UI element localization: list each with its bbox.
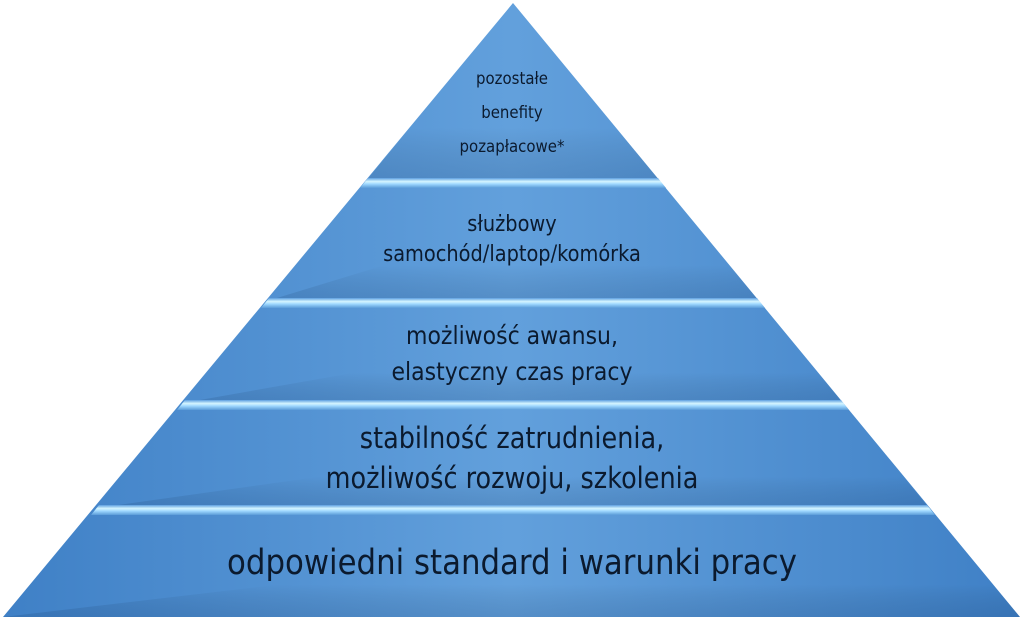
level-5-label: odpowiedni standard i warunki pracy	[61, 541, 962, 585]
level-4-line-2: możliwość rozwoju, szkolenia	[325, 461, 699, 495]
separator-3	[177, 400, 849, 410]
separator-1	[360, 178, 666, 188]
level-4-line-1: stabilność zatrudnienia,	[359, 421, 665, 455]
level-1-label: pozostałe benefity pozapłacowe*	[61, 62, 962, 164]
level-2-line-2: samochód/laptop/komórka	[383, 242, 641, 267]
level-5-line-1: odpowiedni standard i warunki pracy	[227, 543, 797, 583]
level-1-band	[366, 3, 660, 181]
level-5-band	[3, 508, 1020, 617]
level-2-line-1: służbowy	[467, 212, 557, 237]
level-2-label: służbowy samochód/laptop/komórka	[61, 210, 962, 270]
separator-2	[261, 298, 765, 308]
level-4-band	[97, 403, 929, 508]
level-1-line-3: pozapłacowe*	[459, 137, 565, 157]
level-1-line-1: pozostałe	[476, 69, 548, 89]
level-3-line-1: możliwość awansu,	[406, 321, 618, 350]
level-2-band	[267, 181, 759, 301]
level-3-line-2: elastyczny czas pracy	[391, 357, 633, 386]
level-4-label: stabilność zatrudnienia, możliwość rozwo…	[61, 418, 962, 498]
separator-4	[91, 505, 935, 515]
level-3-label: możliwość awansu, elastyczny czas pracy	[61, 318, 962, 390]
level-1-line-2: benefity	[481, 103, 543, 123]
level-3-band	[183, 301, 843, 403]
